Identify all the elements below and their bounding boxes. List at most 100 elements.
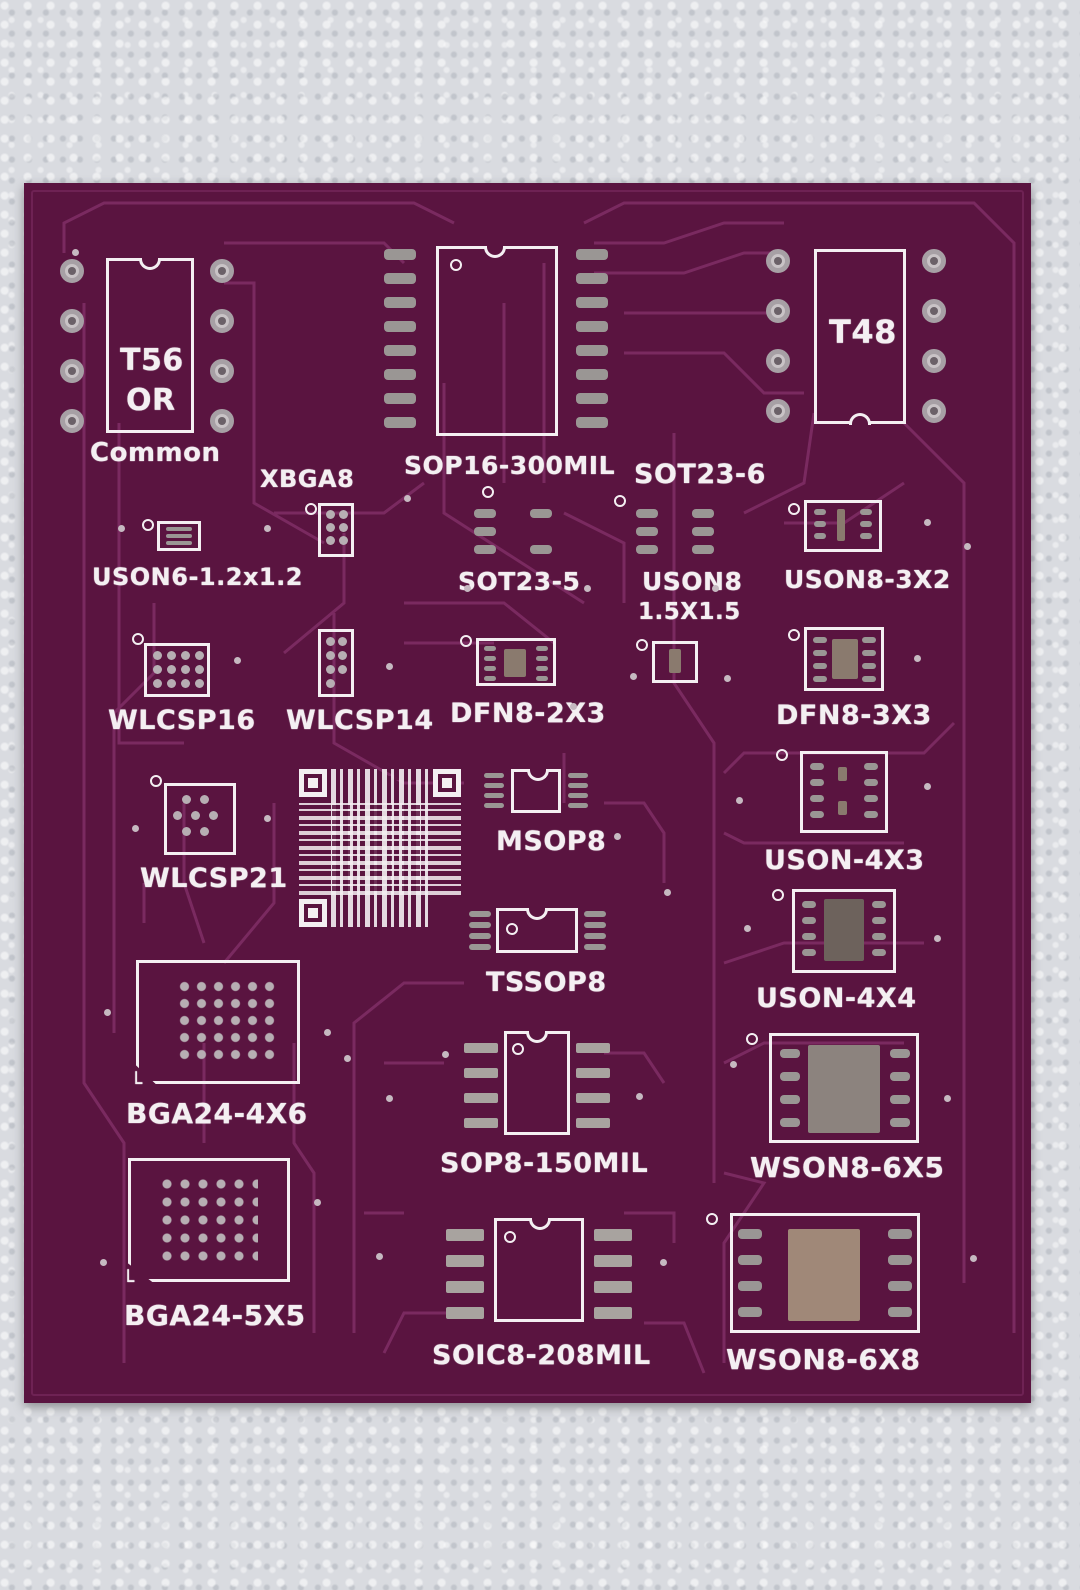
bga-ball (153, 651, 162, 660)
smd-pad (802, 949, 816, 956)
smd-pad (568, 773, 588, 778)
label-sop16: SOP16-300MIL (404, 451, 616, 480)
smd-pad (888, 1229, 912, 1239)
bga-ball (181, 679, 190, 688)
pin1-marker (636, 639, 648, 651)
exposed-pad (838, 801, 847, 815)
dfn8-3x3-outline (804, 627, 884, 691)
bga-ball (167, 665, 176, 674)
bga-ball (195, 651, 204, 660)
smd-pad (872, 949, 886, 956)
tssop8-pin1-notch (526, 908, 548, 920)
via (376, 1253, 383, 1260)
via (924, 519, 931, 526)
label-msop8: MSOP8 (496, 826, 607, 857)
bga-ball (209, 811, 218, 820)
via (386, 663, 393, 670)
via (386, 1095, 393, 1102)
smd-pad (474, 527, 496, 536)
smd-pad (636, 509, 658, 518)
bga24-5x5-outline (128, 1158, 290, 1282)
wson8-6x8-outline (730, 1213, 920, 1333)
smd-pad (738, 1255, 762, 1265)
via (944, 1095, 951, 1102)
smd-pad (594, 1255, 632, 1267)
smd-pad (384, 369, 416, 380)
smd-pad (864, 795, 878, 802)
bga-ball (195, 665, 204, 674)
smd-pad (872, 917, 886, 924)
smd-pad (576, 297, 608, 308)
label-sop8: SOP8-150MIL (440, 1148, 649, 1179)
smd-pad (872, 901, 886, 908)
smd-pad (814, 509, 826, 515)
via (324, 1029, 331, 1036)
smd-pad (469, 911, 491, 917)
via (914, 655, 921, 662)
t56-pin1-notch (139, 258, 161, 270)
exposed-pad (788, 1229, 860, 1321)
smd-pad (890, 1095, 910, 1104)
smd-pad (780, 1049, 800, 1058)
via (664, 889, 671, 896)
smd-pad (813, 637, 827, 643)
via (630, 673, 637, 680)
smd-pad (584, 922, 606, 928)
smd-pad (484, 676, 496, 681)
through-hole-pad (210, 359, 234, 383)
smd-pad (594, 1307, 632, 1319)
smd-pad (384, 393, 416, 404)
smd-pad (860, 521, 872, 527)
smd-pad (484, 646, 496, 651)
via (736, 797, 743, 804)
label-uson8-size: 1.5X1.5 (638, 599, 741, 625)
smd-pad (860, 533, 872, 539)
bga-ball (173, 811, 182, 820)
label-uson-4x4: USON-4X4 (756, 983, 917, 1014)
label-wson8-6x5: WSON8-6X5 (750, 1151, 945, 1184)
label-wson8-6x8: WSON8-6X8 (726, 1343, 921, 1376)
smd-pad (474, 545, 496, 554)
through-hole-pad (922, 399, 946, 423)
smd-pad (536, 656, 548, 661)
smd-pad (446, 1255, 484, 1267)
smd-pad (802, 933, 816, 940)
bga-ball (339, 536, 348, 545)
bga-ball (181, 651, 190, 660)
smd-pad (814, 521, 826, 527)
smd-pad (864, 811, 878, 818)
smd-pad (802, 917, 816, 924)
smd-pad (780, 1095, 800, 1104)
qr-code-icon (299, 769, 461, 927)
via (464, 585, 471, 592)
smd-pad (864, 779, 878, 786)
smd-pad (464, 1118, 498, 1128)
smd-pad (384, 273, 416, 284)
bga-ball (167, 651, 176, 660)
smd-pad (813, 676, 827, 682)
smd-pad (576, 345, 608, 356)
smd-pad (813, 663, 827, 669)
smd-pad (576, 417, 608, 428)
label-wlcsp21: WLCSP21 (140, 863, 288, 894)
xbga8-outline (318, 503, 354, 557)
smd-pad (384, 249, 416, 260)
through-hole-pad (60, 259, 84, 283)
smd-pad (464, 1043, 498, 1053)
exposed-pad (808, 1045, 880, 1133)
pin1-marker (506, 923, 518, 935)
label-t56: T56 (120, 343, 184, 378)
smd-pad (568, 793, 588, 798)
smd-pad (888, 1307, 912, 1317)
smd-pad (862, 676, 876, 682)
uson8-1.5-outline (652, 641, 698, 683)
label-uson-4x3: USON-4X3 (764, 845, 925, 876)
smd-pad (384, 417, 416, 428)
through-hole-pad (766, 299, 790, 323)
label-t48: T48 (829, 313, 897, 351)
smd-pad (890, 1049, 910, 1058)
label-bga24-5x5: BGA24-5X5 (124, 1299, 306, 1332)
label-soic8: SOIC8-208MIL (432, 1340, 651, 1371)
smd-pad (692, 545, 714, 554)
bga-ball (326, 679, 335, 688)
